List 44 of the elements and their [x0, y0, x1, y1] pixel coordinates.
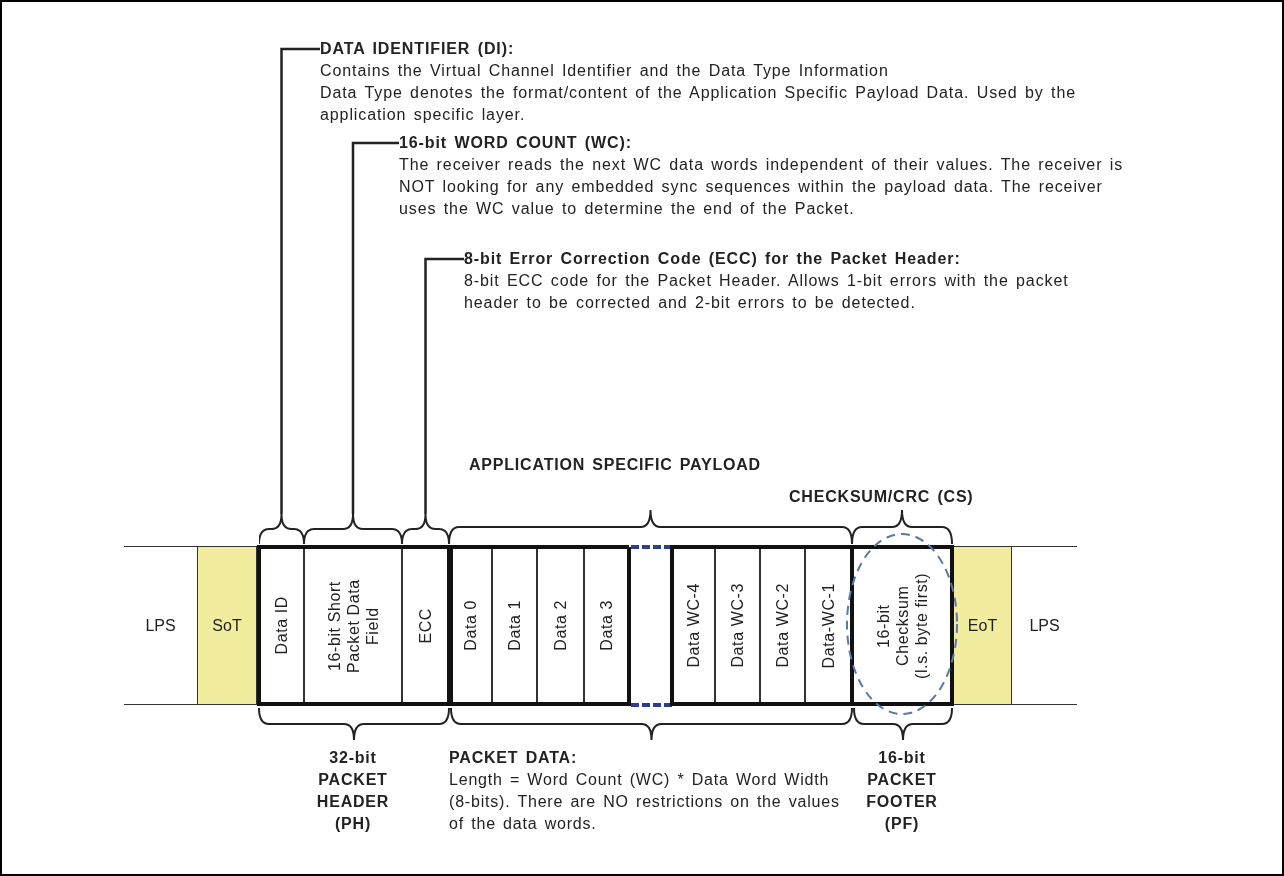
line-state [1012, 546, 1077, 705]
field-label: 16-bit Checksum (l.s. byte first) [873, 571, 931, 681]
field-label: LPS [1029, 616, 1060, 635]
line-state [124, 546, 197, 705]
callout-heading: 16-bit WORD COUNT (WC): [399, 133, 633, 153]
field-label: ECC [416, 607, 435, 644]
field-label: Data WC-3 [728, 583, 747, 668]
callout-description: Contains the Virtual Channel Identifier and the Data Type Information [320, 61, 890, 81]
field-label: Data WC-4 [684, 583, 703, 668]
section-heading: 32-bit PACKET HEADER (PH) [315, 748, 391, 834]
field-label: Data 1 [505, 600, 524, 651]
field-label: Data-WC-1 [819, 582, 838, 669]
field-label: Data 3 [597, 600, 616, 651]
brace [259, 514, 304, 544]
callout-description: Data Type denotes the format/content of the Application Specific Payload Data. Used by the application specific layer. [320, 83, 1077, 125]
leader-line [280, 47, 320, 514]
field-label: Data 0 [461, 600, 480, 651]
field-label: 16-bit Short Packet Data Field [324, 577, 382, 675]
brace [304, 514, 402, 544]
field-label: Data 2 [551, 600, 570, 651]
packet-field [760, 546, 805, 705]
packet-field [492, 546, 537, 705]
callout-heading: DATA IDENTIFIER (DI): [320, 39, 516, 59]
packet-field [715, 546, 760, 705]
brace [402, 514, 449, 544]
section-heading: PACKET DATA: [449, 748, 578, 768]
packet-field [537, 546, 584, 705]
field-label: Data WC-2 [773, 583, 792, 668]
callout-description: The receiver reads the next WC data words independent of their values. The receiver is NOT looking for any embedded sync sequences within the payload data. The receiver uses the WC value to determine the end of the Packet. [399, 155, 1124, 219]
field-label: LPS [145, 616, 176, 635]
callout-description: 8-bit ECC code for the Packet Header. Allows 1-bit errors with the packet header to be corrected and 2-bit errors to be detected. [464, 271, 1070, 313]
leader-line [351, 141, 399, 514]
field-label: Data ID [272, 596, 291, 655]
section-description: Length = Word Count (WC) * Data Word Width (8-bits). There are NO restrictions on the values of the data words. [449, 770, 841, 834]
field-label: SoT [212, 616, 242, 635]
section-heading: 16-bit PACKET FOOTER (PF) [865, 748, 939, 834]
section-heading: CHECKSUM/CRC (CS) [789, 487, 974, 507]
leader-line [424, 257, 464, 514]
callout-heading: 8-bit Error Correction Code (ECC) for the Packet Header: [464, 249, 962, 269]
field-label: EoT [967, 616, 998, 635]
section-heading: APPLICATION SPECIFIC PAYLOAD [469, 455, 761, 475]
packet-field [304, 546, 402, 705]
packet-field [953, 546, 1012, 705]
packet-field [197, 546, 257, 705]
